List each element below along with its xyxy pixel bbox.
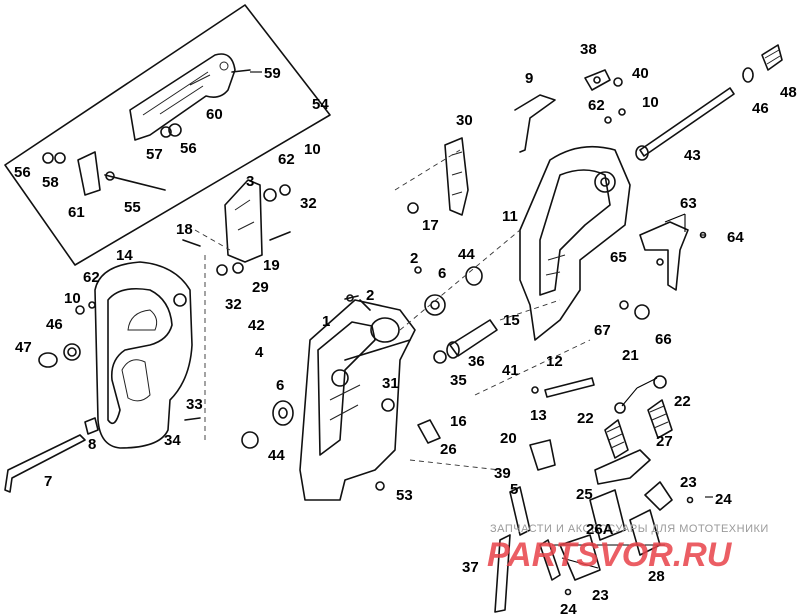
callout-6-b: 6 bbox=[276, 377, 284, 394]
callout-32-a: 32 bbox=[300, 195, 317, 212]
callout-37: 37 bbox=[462, 559, 479, 576]
callout-28: 28 bbox=[648, 568, 665, 585]
callout-16: 16 bbox=[450, 413, 467, 430]
callout-46-b: 46 bbox=[46, 316, 63, 333]
callout-30: 30 bbox=[456, 112, 473, 129]
tilt-rod-43 bbox=[635, 44, 783, 161]
callout-60: 60 bbox=[206, 106, 223, 123]
callout-23-b: 23 bbox=[592, 587, 609, 604]
leader-lines bbox=[250, 71, 713, 569]
callout-24-a: 24 bbox=[715, 491, 732, 508]
callout-59: 59 bbox=[264, 65, 281, 82]
callout-20: 20 bbox=[500, 430, 517, 447]
watermark-brand: PARTSVOR.RU bbox=[487, 536, 733, 574]
alignment-lines bbox=[194, 149, 591, 471]
callout-13: 13 bbox=[530, 407, 547, 424]
callout-26: 26 bbox=[440, 441, 457, 458]
callout-64: 64 bbox=[727, 229, 744, 246]
callout-25: 25 bbox=[576, 486, 593, 503]
callout-22-b: 22 bbox=[674, 393, 691, 410]
callout-62-c: 62 bbox=[83, 269, 100, 286]
top-link-parts bbox=[514, 69, 626, 153]
callout-44-a: 44 bbox=[458, 246, 475, 263]
callout-62-b: 62 bbox=[588, 97, 605, 114]
callout-14: 14 bbox=[116, 247, 133, 264]
callout-10-b: 10 bbox=[642, 94, 659, 111]
callout-3: 3 bbox=[246, 173, 254, 190]
callout-40: 40 bbox=[632, 65, 649, 82]
callout-17: 17 bbox=[422, 217, 439, 234]
callout-2-b: 2 bbox=[410, 250, 418, 267]
callout-5: 5 bbox=[510, 481, 518, 498]
callout-1: 1 bbox=[322, 313, 330, 330]
callout-22-a: 22 bbox=[577, 410, 594, 427]
callout-63: 63 bbox=[680, 195, 697, 212]
callout-18: 18 bbox=[176, 221, 193, 238]
callout-labels: 1 2 2 3 4 5 6 6 7 8 9 10 10 10 11 12 13 … bbox=[14, 41, 797, 615]
callout-54: 54 bbox=[312, 96, 329, 113]
callout-6-a: 6 bbox=[438, 265, 446, 282]
callout-42: 42 bbox=[248, 317, 265, 334]
callout-61: 61 bbox=[68, 204, 85, 221]
callout-24-b: 24 bbox=[560, 601, 577, 615]
inset-kit-box bbox=[4, 4, 331, 266]
swivel-bracket-11 bbox=[519, 145, 631, 341]
callout-38: 38 bbox=[580, 41, 597, 58]
callout-4: 4 bbox=[255, 344, 264, 361]
callout-10-a: 10 bbox=[304, 141, 321, 158]
callout-19: 19 bbox=[263, 257, 280, 274]
callout-23-a: 23 bbox=[680, 474, 697, 491]
left-small-parts bbox=[4, 301, 294, 493]
callout-58: 58 bbox=[42, 174, 59, 191]
callout-21: 21 bbox=[622, 347, 639, 364]
callout-47: 47 bbox=[15, 339, 32, 356]
clamp-bracket-1 bbox=[299, 295, 416, 501]
callout-62-a: 62 bbox=[278, 151, 295, 168]
callout-29: 29 bbox=[252, 279, 269, 296]
callout-34: 34 bbox=[164, 432, 181, 449]
callout-33: 33 bbox=[186, 396, 203, 413]
callout-56-b: 56 bbox=[14, 164, 31, 181]
reverse-lock-parts bbox=[619, 221, 707, 320]
swivel-bracket-14 bbox=[94, 261, 193, 449]
callout-12: 12 bbox=[546, 353, 563, 370]
callout-41: 41 bbox=[502, 362, 519, 379]
callout-27: 27 bbox=[656, 433, 673, 450]
callout-10-c: 10 bbox=[64, 290, 81, 307]
callout-66: 66 bbox=[655, 331, 672, 348]
bracket-30 bbox=[407, 137, 469, 216]
callout-48: 48 bbox=[780, 84, 797, 101]
tilt-tube-15 bbox=[381, 266, 498, 412]
callout-39: 39 bbox=[494, 465, 511, 482]
callout-26a: 26A bbox=[586, 521, 614, 538]
callout-43: 43 bbox=[684, 147, 701, 164]
callout-56-a: 56 bbox=[180, 140, 197, 157]
watermark-tagline: ЗАПЧАСТИ И АКСЕССУАРЫ ДЛЯ МОТОТЕХНИКИ bbox=[490, 523, 769, 535]
callout-31: 31 bbox=[382, 375, 399, 392]
mid-small-parts bbox=[346, 266, 595, 536]
callout-57: 57 bbox=[146, 146, 163, 163]
callout-46-a: 46 bbox=[752, 100, 769, 117]
callout-35: 35 bbox=[450, 372, 467, 389]
callout-11: 11 bbox=[502, 208, 518, 225]
callout-32-b: 32 bbox=[225, 296, 242, 313]
callout-7: 7 bbox=[44, 473, 52, 490]
callout-55: 55 bbox=[124, 199, 141, 216]
callout-2: 2 bbox=[366, 287, 374, 304]
tilt-plate-3 bbox=[182, 179, 291, 276]
watermark: ЗАПЧАСТИ И АКСЕССУАРЫ ДЛЯ МОТОТЕХНИКИ PA… bbox=[487, 523, 769, 574]
callout-44-b: 44 bbox=[268, 447, 285, 464]
callout-65: 65 bbox=[610, 249, 627, 266]
callout-67: 67 bbox=[594, 322, 611, 339]
callout-15: 15 bbox=[503, 312, 520, 329]
callout-36: 36 bbox=[468, 353, 485, 370]
callout-9: 9 bbox=[525, 70, 533, 87]
callout-8: 8 bbox=[88, 436, 96, 453]
callout-53: 53 bbox=[396, 487, 413, 504]
